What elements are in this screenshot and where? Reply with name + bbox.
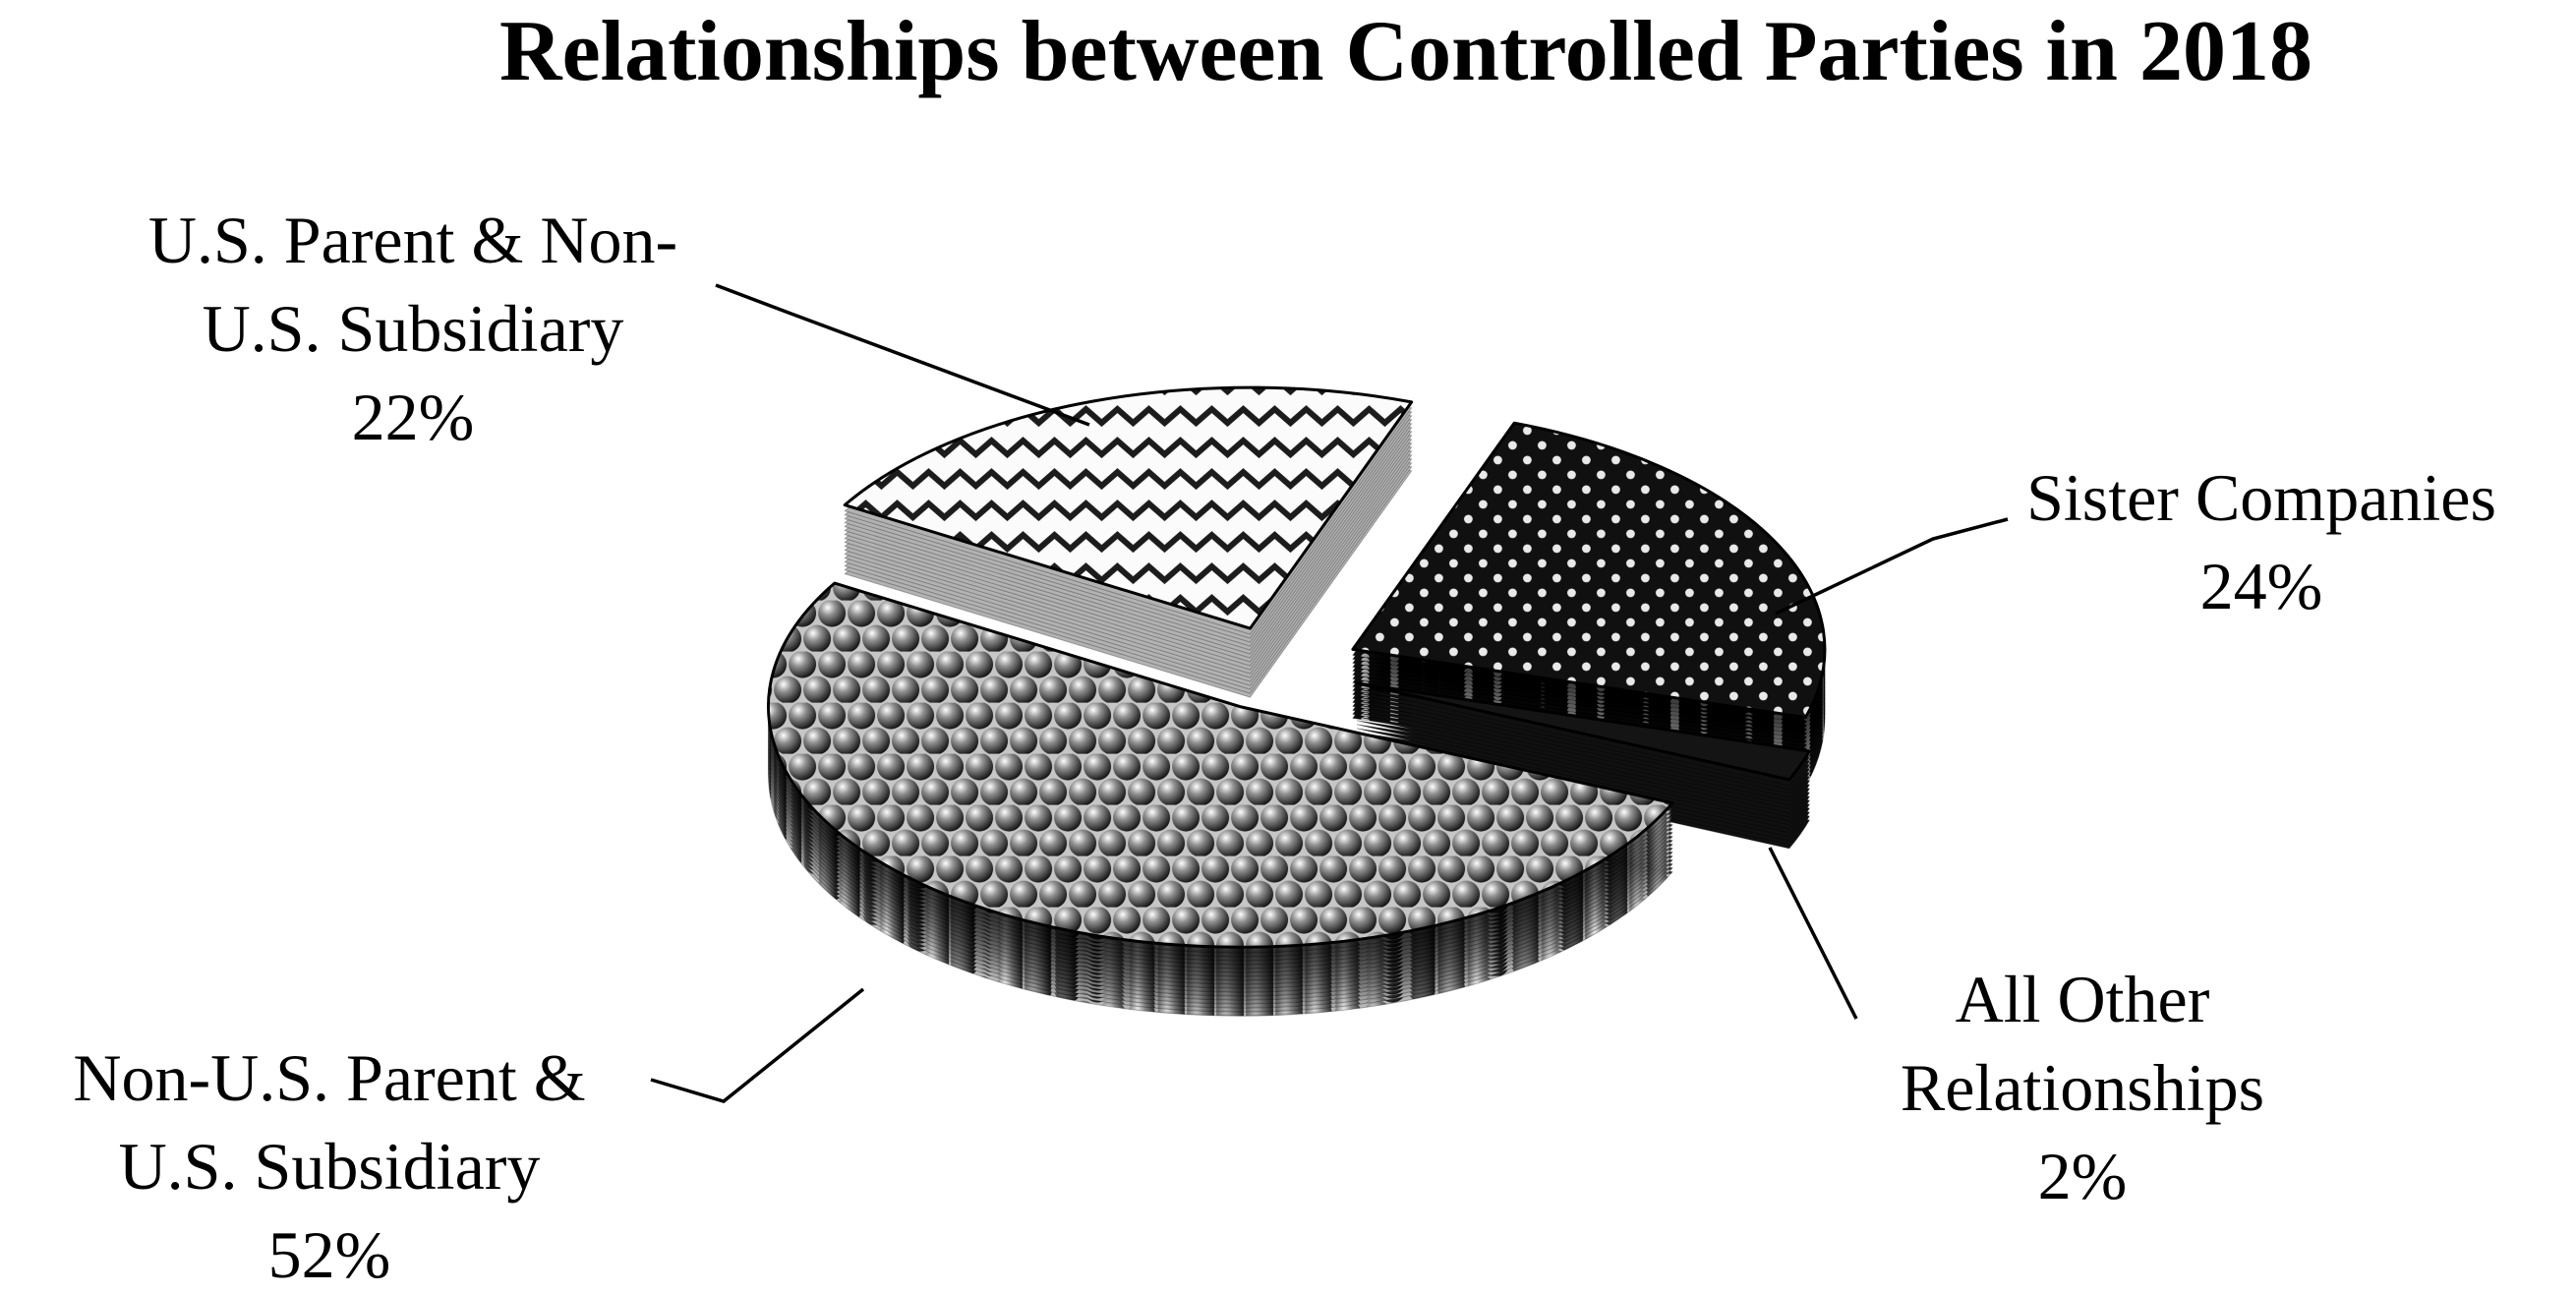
- leader-line-2: [1768, 847, 1858, 1020]
- callout-label-text: All Other Relationships: [1900, 962, 2265, 1125]
- callout-label-text: U.S. Parent & Non- U.S. Subsidiary: [147, 203, 678, 366]
- callout-percent: 2%: [2037, 1138, 2128, 1213]
- callout-label-text: Non-U.S. Parent & U.S. Subsidiary: [73, 1040, 586, 1204]
- callout-all-other-relationships: All Other Relationships 2%: [1846, 956, 2318, 1220]
- chart-title: Relationships between Controlled Parties…: [499, 4, 2313, 99]
- callout-sister-companies: Sister Companies 24%: [1966, 454, 2556, 631]
- pie-slice-0: [843, 385, 1414, 698]
- callout-percent: 24%: [2199, 548, 2323, 623]
- callout-us-parent-non-us-subsidiary: U.S. Parent & Non- U.S. Subsidiary 22%: [93, 197, 732, 461]
- callout-label-text: Sister Companies: [2026, 460, 2496, 535]
- callout-non-us-parent-us-subsidiary: Non-U.S. Parent & U.S. Subsidiary 52%: [10, 1034, 649, 1295]
- callout-percent: 52%: [267, 1216, 391, 1292]
- callout-percent: 22%: [351, 379, 475, 454]
- pie-slice-3: [766, 581, 1674, 1017]
- leader-line-3: [650, 987, 865, 1103]
- leader-line-1: [1775, 517, 2009, 616]
- leader-line-0: [715, 283, 1090, 427]
